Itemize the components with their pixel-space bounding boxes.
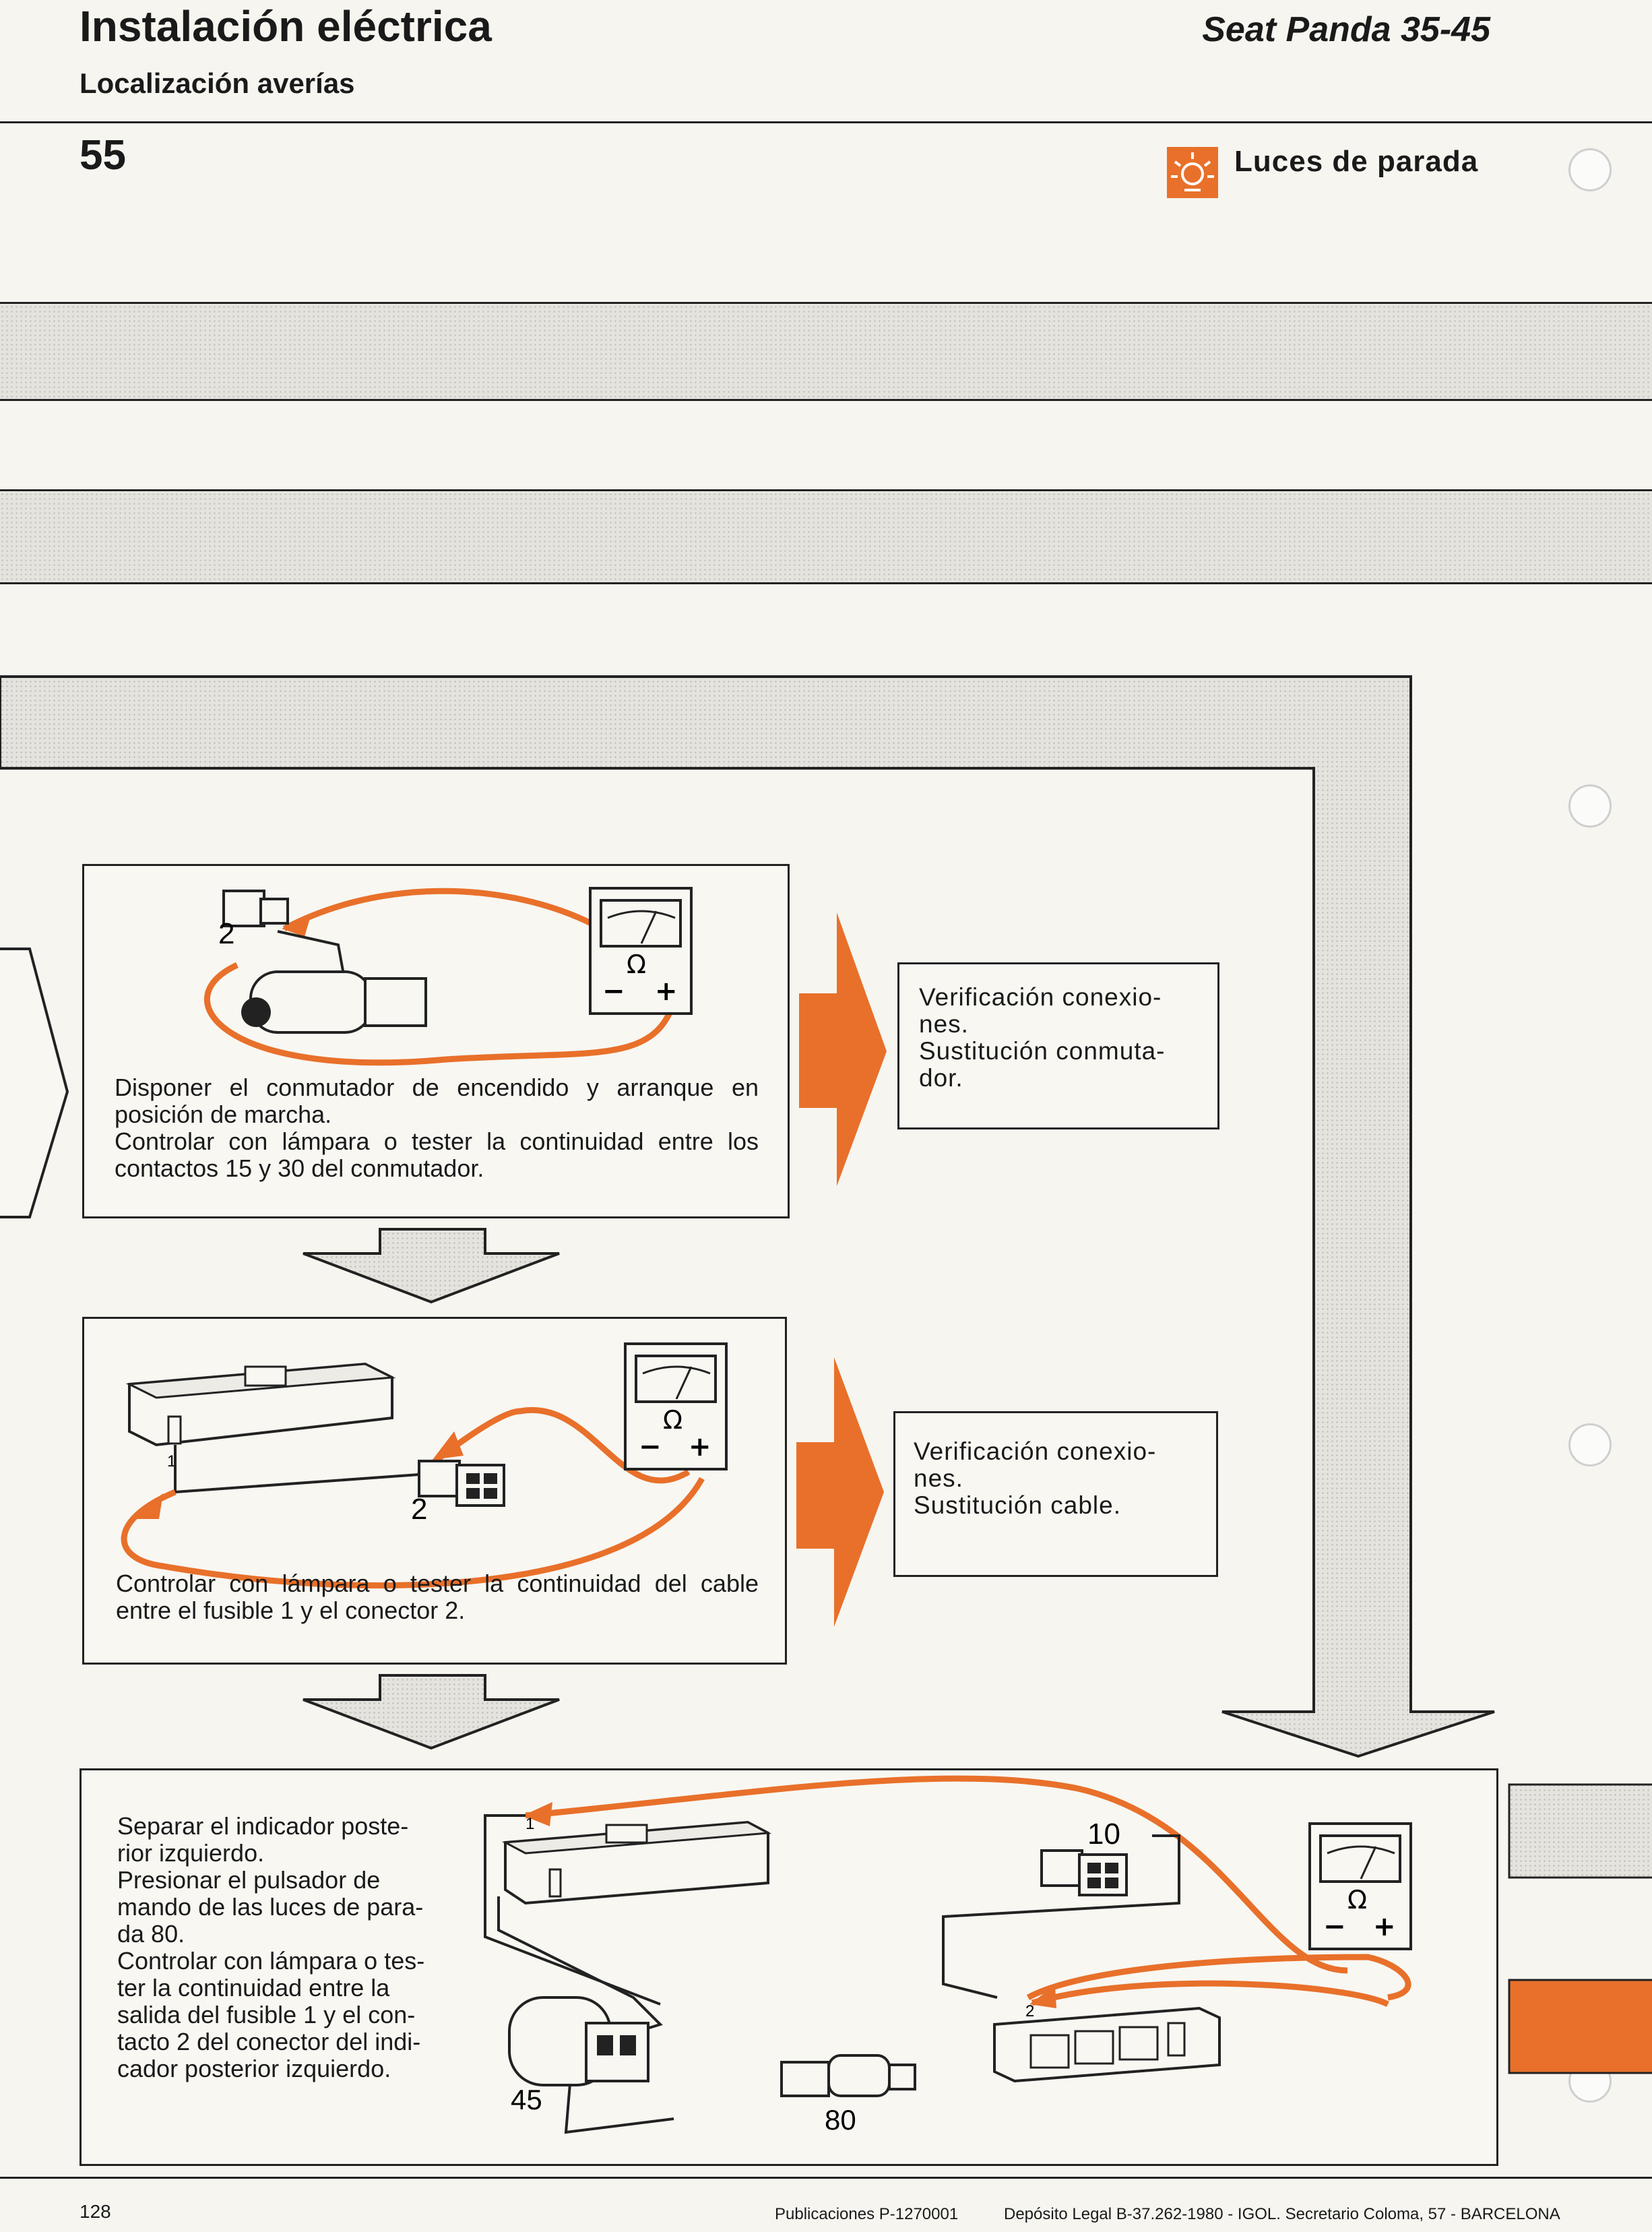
- step-3-line: da 80.: [117, 1920, 185, 1948]
- result-arrow-1: [799, 912, 887, 1186]
- rear-indicator-icon: [993, 2006, 1221, 2083]
- down-arrow-1: [303, 1228, 560, 1304]
- arrow-head: [523, 1802, 552, 1826]
- arrow-head: [129, 1493, 163, 1519]
- binder-hole: [1568, 1423, 1612, 1466]
- fuse-box-icon: [125, 1362, 396, 1447]
- step-3-diagram: 1 10 2 45 80 Ω −: [484, 1775, 1412, 2136]
- step-3-line: salida del fusible 1 y el con-: [117, 2001, 416, 2028]
- result-2-line: Verificación conexio-: [914, 1437, 1157, 1465]
- result-1-line: Verificación conexio-: [919, 983, 1162, 1011]
- step-1-diagram: 2 Ω − +: [204, 887, 693, 1066]
- footer-publication: Publicaciones P-1270001: [775, 2205, 959, 2223]
- meter-plus-label: +: [1373, 1911, 1396, 1942]
- step-3-text: Separar el indicador poste- rior izquier…: [117, 1813, 457, 2082]
- meter-minus-label: −: [1323, 1911, 1346, 1942]
- stop-light-icon: [1167, 147, 1218, 198]
- step-1-text: Disponer el conmutador de encendido y ar…: [115, 1074, 759, 1182]
- down-arrow-2: [303, 1674, 560, 1750]
- fuse-box-icon: [501, 1820, 772, 1905]
- page-title: Instalación eléctrica: [80, 2, 492, 51]
- step-1-line: Controlar con lámpara o tester la contin…: [115, 1127, 759, 1182]
- step-1-line: Disponer el conmutador de encendido y ar…: [115, 1074, 759, 1128]
- step-3-line: Controlar con lámpara o tes-: [117, 1947, 425, 1975]
- meter-ohm-label: Ω: [663, 1405, 682, 1435]
- meter-plus-label: +: [655, 976, 678, 1007]
- step-2-line: Controlar con lámpara o tester la contin…: [116, 1570, 759, 1624]
- step-3-line: ter la continuidad entre la: [117, 1974, 390, 2002]
- rule: [0, 399, 1652, 401]
- result-1-line: nes.: [919, 1010, 969, 1038]
- ignition-switch-icon: [241, 930, 427, 1034]
- vehicle-model: Seat Panda 35-45: [1202, 10, 1490, 49]
- footer-legal: Depósito Legal B-37.262-1980 - IGOL. Sec…: [1004, 2205, 1560, 2223]
- meter-ohm-label: Ω: [627, 950, 646, 979]
- lamp-connector-label: 2: [1025, 2002, 1034, 2020]
- step-3-line: Presionar el pulsador de: [117, 1866, 381, 1894]
- step-3-line: Separar el indicador poste-: [117, 1812, 409, 1840]
- connector-label: 2: [218, 917, 234, 950]
- section-title: Luces de parada: [1234, 145, 1479, 178]
- meter-ohm-label: Ω: [1347, 1885, 1367, 1915]
- ohmmeter-icon: Ω − +: [1308, 1822, 1412, 1950]
- arrow-head: [282, 914, 311, 937]
- switch-label: 80: [825, 2104, 856, 2136]
- connector-icon: [222, 890, 289, 927]
- brake-light-switch-icon: [780, 2054, 916, 2097]
- ohmmeter-icon: Ω − +: [589, 887, 693, 1015]
- connector-icon: [418, 1460, 505, 1507]
- rule: [0, 302, 1652, 304]
- result-2-text: Verificación conexio- nes. Sustitución c…: [914, 1438, 1199, 1519]
- empty-row-band: [0, 305, 1652, 399]
- fuse-label: 1: [526, 1815, 534, 1833]
- connector-icon: [1040, 1849, 1128, 1896]
- ohmmeter-icon: Ω − +: [624, 1342, 728, 1470]
- step-3-line: rior izquierdo.: [117, 1839, 265, 1867]
- step-2-diagram: 1 2 Ω − +: [121, 1342, 728, 1589]
- step-3-line: cador posterior izquierdo.: [117, 2055, 391, 2082]
- footer-page-number: 128: [80, 2201, 111, 2222]
- relay-label: 45: [511, 2084, 542, 2115]
- result-1-line: Sustitución conmuta-: [919, 1037, 1166, 1065]
- rule: [0, 489, 1652, 491]
- rule: [0, 582, 1652, 584]
- meter-minus-label: −: [602, 976, 625, 1007]
- footer-rule: [0, 2177, 1652, 2179]
- result-2-box: [893, 1411, 1218, 1577]
- header-rule: [0, 121, 1652, 123]
- step-3-line: mando de las luces de para-: [117, 1893, 424, 1921]
- result-arrow-2: [796, 1357, 884, 1627]
- empty-row-band: [0, 492, 1652, 582]
- result-2-line: Sustitución cable.: [914, 1491, 1122, 1519]
- binder-hole: [1568, 148, 1612, 191]
- result-1-line: dor.: [919, 1064, 963, 1092]
- result-1-box: [897, 962, 1219, 1129]
- connector-label: 2: [411, 1493, 427, 1526]
- result-2-line: nes.: [914, 1464, 963, 1492]
- step-3-line: tacto 2 del conector del indi-: [117, 2028, 421, 2055]
- binder-hole: [1568, 784, 1612, 828]
- arrow-head: [433, 1431, 464, 1460]
- step-2-text: Controlar con lámpara o tester la contin…: [116, 1570, 759, 1624]
- connector-label: 10: [1087, 1818, 1120, 1851]
- section-number: 55: [80, 132, 126, 179]
- relay-icon: [508, 1996, 649, 2086]
- step-3-box: [80, 1768, 1498, 2166]
- arrow-head: [1029, 1985, 1056, 2008]
- page-subtitle: Localización averías: [80, 67, 355, 99]
- meter-plus-label: +: [689, 1431, 711, 1462]
- meter-minus-label: −: [639, 1431, 662, 1462]
- result-1-text: Verificación conexio- nes. Sustitución c…: [919, 984, 1202, 1092]
